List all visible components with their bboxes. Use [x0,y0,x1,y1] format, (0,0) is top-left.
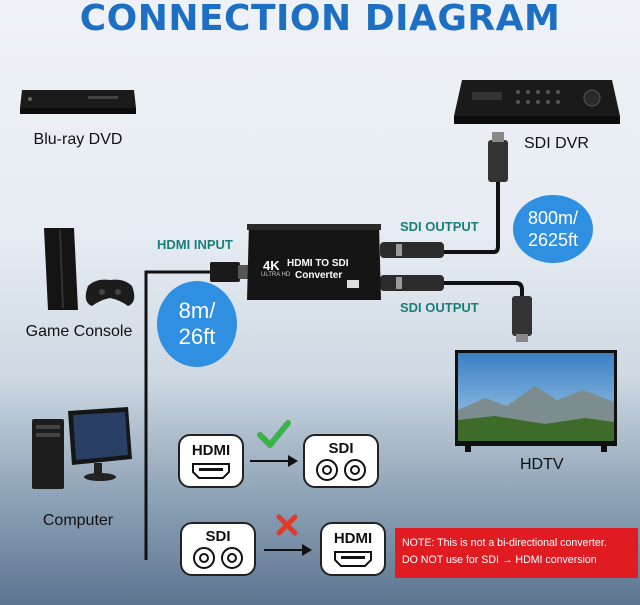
sdi-cable-hdtv [440,281,524,300]
legend-row1-arrow-icon [250,455,298,467]
sdi-port-icon [316,459,366,481]
converter-title-line1: HDMI TO SDI [287,258,349,269]
sdi-distance-line1: 800m/ [527,208,578,228]
hdmi-distance-line1: 8m/ [178,298,216,323]
sdi-port-icon [193,547,243,569]
legend-row2-to-label: HDMI [333,530,373,547]
warning-note-line1: NOTE: This is not a bi-directional conve… [402,537,607,549]
legend-hdmi-target: HDMI [320,522,386,576]
legend-row1-to-label: SDI [328,440,354,457]
hdmi-port-icon [192,463,230,479]
legend-sdi-target: SDI [303,434,379,488]
hdmi-plug [210,262,240,282]
sdi-dvr-icon [452,78,622,130]
hdmi-input-label: HDMI INPUT [157,237,233,252]
converter-badge: 4K [263,258,280,273]
sdi-cable-dvr [440,180,500,254]
sdi-distance-badge: 800m/2625ft [513,195,593,263]
hdmi-distance-badge: 8m/26ft [157,281,237,367]
warning-note-line2: DO NOT use for SDI → HDMI conversion [402,554,597,566]
sdi-output-label-1: SDI OUTPUT [400,219,479,234]
hdmi-distance-line2: 26ft [178,324,216,349]
converter-title-line2: Converter [295,270,343,281]
legend-row2-from-label: SDI [205,528,231,545]
hdmi-cable [144,270,222,560]
legend-row2-arrow-icon [264,544,312,556]
sdi-dvr-label: SDI DVR [524,135,589,152]
hdmi-port-icon [334,551,372,567]
check-icon [257,420,291,448]
hdtv-label: HDTV [520,456,564,473]
warning-note: NOTE: This is not a bi-directional conve… [395,528,638,578]
game-console-label: Game Console [25,323,133,340]
converter-device: 4K ULTRA HD HDMI TO SDI Converter [243,220,383,304]
bnc-connector-dvr [488,140,508,182]
sdi-output-label-2: SDI OUTPUT [400,300,479,315]
bnc-connector-hdtv [512,296,532,336]
computer-icon [28,405,138,491]
converter-badge-sub: ULTRA HD [261,272,291,278]
hdtv-icon [455,350,617,454]
bluray-player-icon [18,82,138,118]
legend-hdmi-source: HDMI [178,434,244,488]
game-console-icon [30,226,140,316]
sdi-distance-line2: 2625ft [527,230,579,250]
page-title: CONNECTION DIAGRAM [79,0,561,39]
legend-sdi-source: SDI [180,522,256,576]
legend-row1-from-label: HDMI [191,442,231,459]
computer-label: Computer [42,512,114,529]
cross-icon [276,514,298,536]
bluray-label: Blu-ray DVD [33,131,123,148]
